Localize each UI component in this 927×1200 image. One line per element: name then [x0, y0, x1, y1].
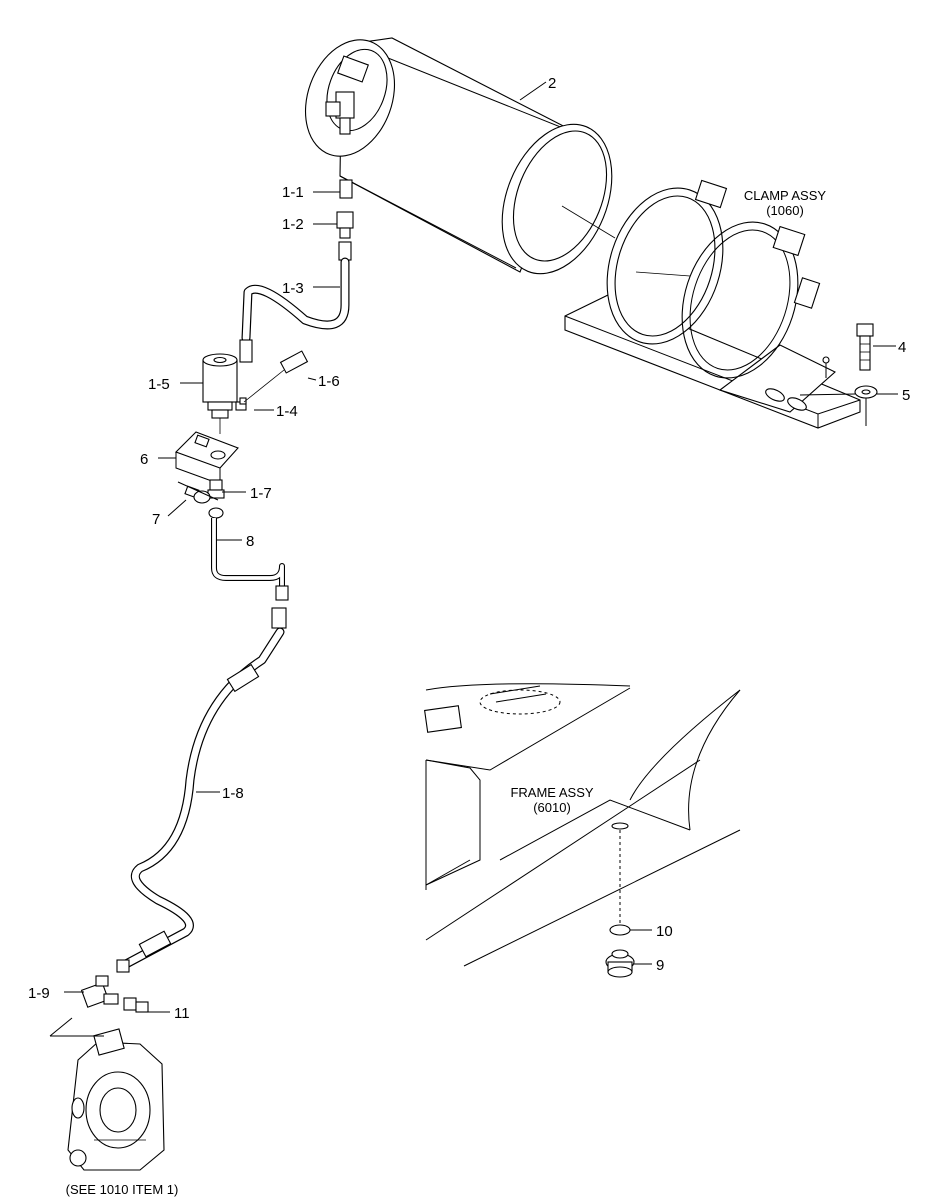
- leader-lines: [64, 81, 898, 1013]
- see-reference-note: (SEE 1010 ITEM 1): [66, 1182, 179, 1197]
- callout-labels: 2 1-1 1-2 1-3 1-4 1-5 1-6 1-7 1-8 1-9 4 …: [28, 75, 910, 1022]
- mounting-bracket: [175, 431, 239, 485]
- callout-1-3: 1-3: [282, 280, 304, 297]
- fitting-1-4: [235, 397, 247, 411]
- hose-1-3: [239, 257, 350, 363]
- callout-2: 2: [548, 75, 556, 92]
- clamp-assy-label: CLAMP ASSY: [744, 188, 826, 203]
- callout-8: 8: [246, 533, 254, 550]
- o-ring: [609, 924, 631, 936]
- washer: [799, 385, 878, 426]
- callout-5: 5: [902, 387, 910, 404]
- callout-1-5: 1-5: [148, 376, 170, 393]
- callout-1-6: 1-6: [318, 373, 340, 390]
- tee-fitting: [80, 975, 119, 1008]
- frame-assembly: [424, 683, 741, 967]
- clamp-assembly: [564, 179, 861, 429]
- assembly-labels: CLAMP ASSY (1060) FRAME ASSY (6010) (SEE…: [66, 188, 827, 1197]
- callout-1-9: 1-9: [28, 985, 50, 1002]
- hose-1-8: [116, 607, 287, 973]
- callout-1-2: 1-2: [282, 216, 304, 233]
- fitting-1-7: [207, 479, 225, 499]
- frame-assy-label: FRAME ASSY: [510, 785, 593, 800]
- callout-4: 4: [898, 339, 906, 356]
- callout-11: 11: [174, 1005, 190, 1022]
- lpg-cylinder: [304, 37, 616, 275]
- callout-1-1: 1-1: [282, 184, 304, 201]
- bolt: [856, 323, 874, 371]
- screw: [177, 481, 219, 504]
- fittings-1-1-1-2: [336, 179, 354, 261]
- rigid-pipe: [208, 507, 289, 601]
- callout-7: 7: [152, 511, 160, 528]
- fitting-1-6: [243, 350, 309, 403]
- callout-1-8: 1-8: [222, 785, 244, 802]
- callout-1-4: 1-4: [276, 403, 298, 420]
- pressure-sender: [123, 997, 149, 1013]
- callout-6: 6: [140, 451, 148, 468]
- callout-9: 9: [656, 957, 664, 974]
- clamp-assy-ref: (1060): [766, 203, 804, 218]
- plug: [605, 949, 635, 978]
- callout-1-7: 1-7: [250, 485, 272, 502]
- lock-off-filter: [202, 353, 238, 434]
- callout-10: 10: [656, 923, 673, 940]
- frame-assy-ref: (6010): [533, 800, 571, 815]
- vaporizer-regulator: [49, 1017, 165, 1171]
